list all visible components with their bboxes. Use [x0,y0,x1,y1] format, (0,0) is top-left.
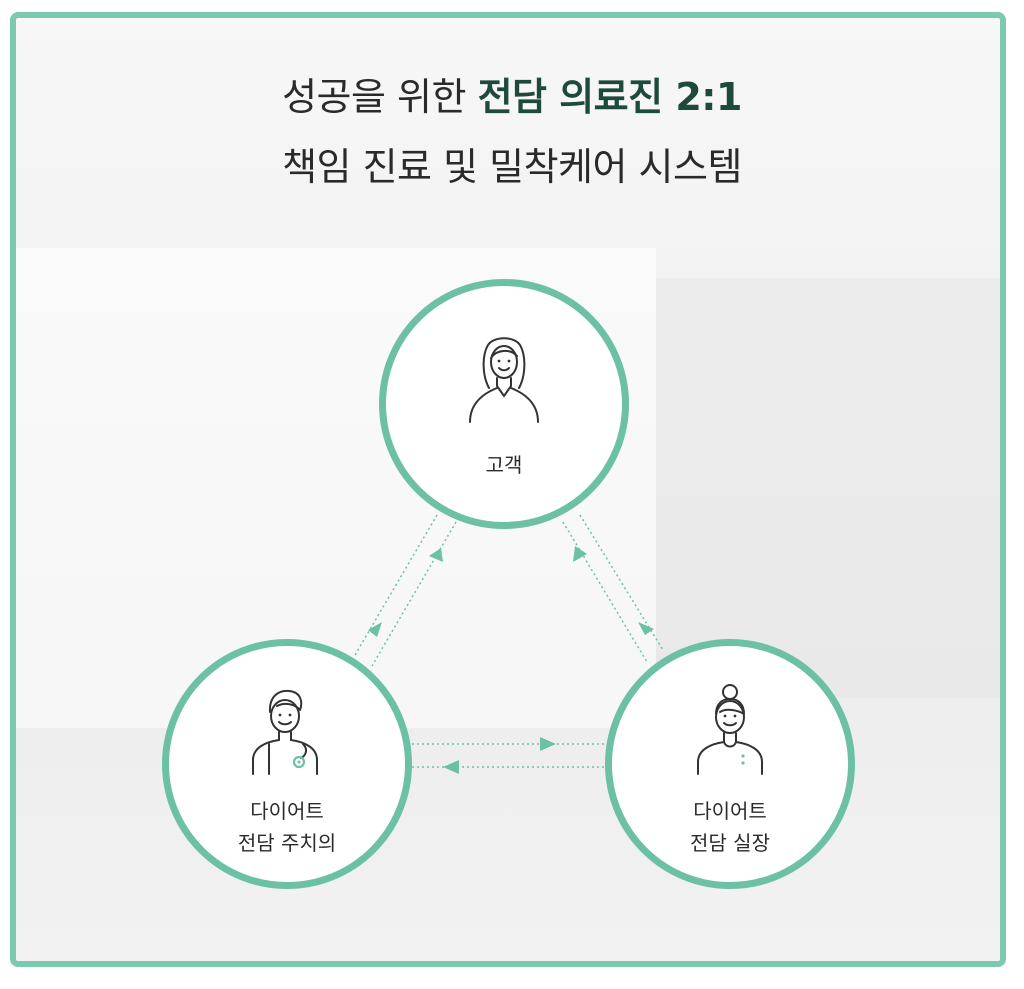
doctor-node: 다이어트 전담 주치의 [162,639,412,889]
woman-long-hair-icon [469,337,539,423]
doctor-label-line2: 전담 주치의 [237,831,337,855]
manager-label-line2: 전담 실장 [690,831,770,855]
manager-label-line1: 다이어트 [693,799,767,823]
headline-emphasis: 전담 의료진 2:1 [477,75,743,119]
headline-prefix: 성공을 위한 [282,75,478,119]
arrow-head [540,737,556,751]
headline-line1: 성공을 위한 전담 의료진 2:1 [0,66,1024,121]
arrow-head [573,546,587,562]
arrow-head [638,622,654,635]
doctor-to-customer-line [371,521,457,667]
customer-node: 고객 [379,279,629,529]
woman-bun-hair-icon [697,684,763,775]
arrow-head [429,548,443,562]
customer-to-manager-line [579,514,664,651]
manager-to-customer-line [562,521,648,663]
customer-to-doctor-line [354,514,438,656]
doctor-stethoscope-icon [252,689,318,775]
headline-line2: 책임 진료 및 밀착케어 시스템 [282,145,742,189]
arrow-head [443,760,459,774]
background-panel [656,278,1000,698]
doctor-label-line1: 다이어트 [250,799,324,823]
arrow-head [368,622,382,637]
customer-label: 고객 [485,453,523,477]
manager-node: 다이어트 전담 실장 [605,639,855,889]
